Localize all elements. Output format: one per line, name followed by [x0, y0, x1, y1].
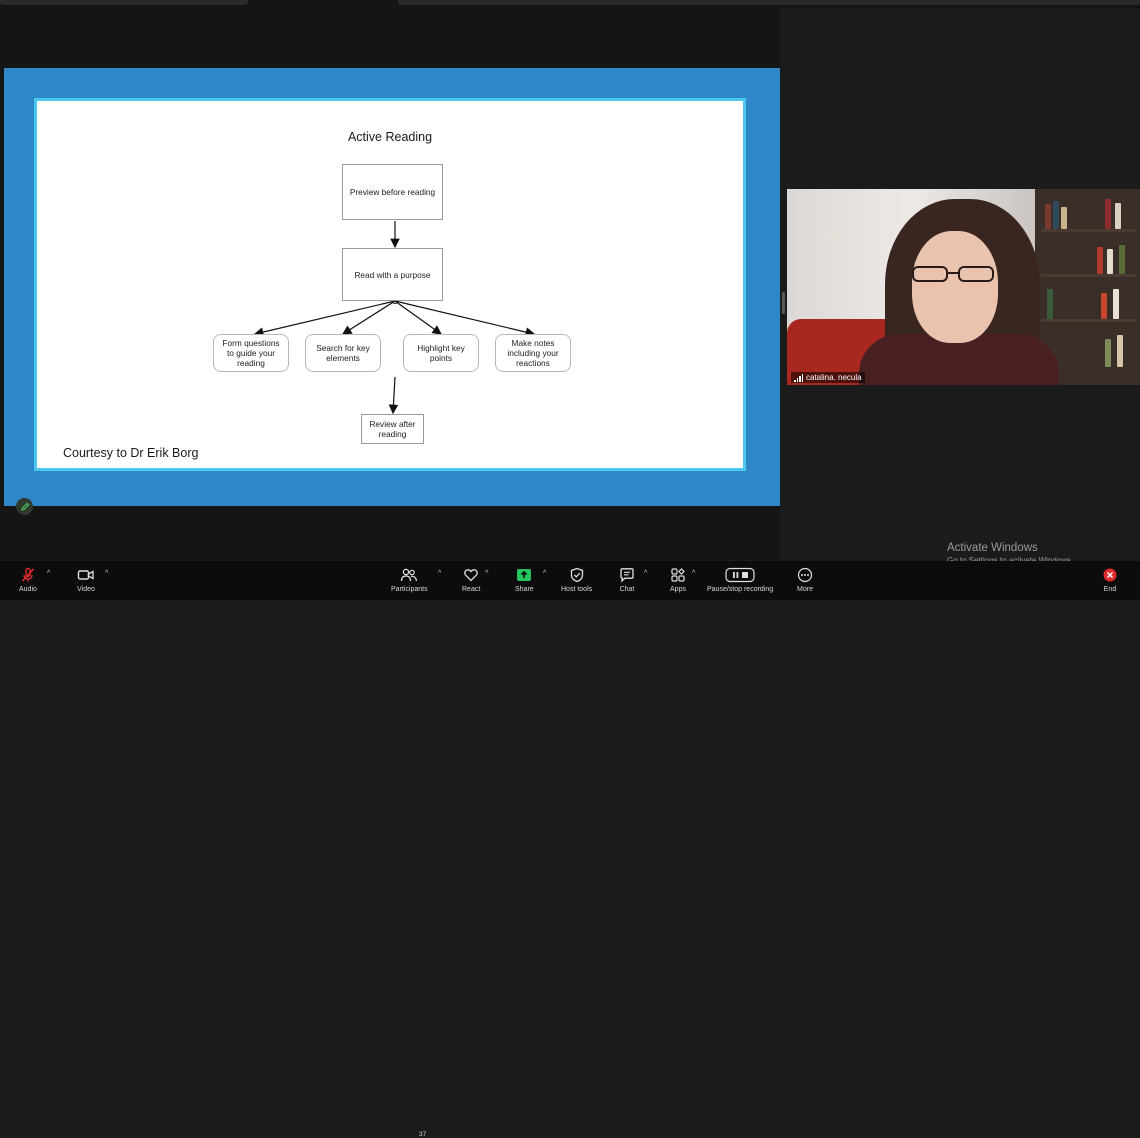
pause-stop-recording-button[interactable]: Pause/stop recording: [707, 567, 773, 597]
host-tools-button[interactable]: Host tools: [561, 567, 592, 597]
activate-windows-watermark: Activate Windows Go to Settings to activ…: [947, 542, 1073, 565]
participants-icon: [401, 568, 418, 582]
host-tools-label: Host tools: [561, 586, 593, 593]
node-make-notes: Make notes including your reactions: [495, 334, 571, 372]
participants-count: 37: [419, 1131, 427, 1138]
video-ceiling-lamp: [824, 234, 846, 244]
video-person-glasses: [912, 266, 994, 282]
node-form-questions: Form questions to guide your reading: [213, 334, 289, 372]
end-label: End: [1103, 586, 1117, 593]
participant-video-tile[interactable]: catalina. necula: [787, 189, 1140, 385]
audio-button[interactable]: Audio: [19, 567, 37, 597]
video-bookshelf: [1035, 189, 1140, 385]
share-label: Share: [515, 586, 534, 593]
react-options-caret[interactable]: ^: [485, 570, 489, 577]
node-highlight-key-points: Highlight key points: [403, 334, 479, 372]
apps-label: Apps: [670, 586, 686, 593]
more-button[interactable]: More: [797, 567, 813, 597]
video-options-caret[interactable]: ^: [105, 570, 109, 577]
muted-mic-icon: [21, 567, 35, 582]
apps-options-caret[interactable]: ^: [692, 570, 696, 577]
participant-name-label: catalina. necula: [791, 372, 865, 383]
presentation-slide: Active Reading Preview before reading Re…: [34, 98, 746, 471]
node-search-key-elements: Search for key elements: [305, 334, 381, 372]
node-preview-before-reading: Preview before reading: [342, 164, 443, 220]
panel-resize-handle[interactable]: [782, 292, 785, 314]
activate-windows-title: Activate Windows: [947, 542, 1038, 554]
audio-options-caret[interactable]: ^: [47, 570, 51, 577]
apps-button[interactable]: Apps: [670, 567, 686, 597]
video-button[interactable]: Video: [77, 567, 95, 597]
participants-label: Participants: [391, 586, 428, 593]
node-review-after-reading: Review after reading: [361, 414, 424, 444]
apps-icon: [671, 568, 685, 582]
more-dots-icon: [797, 567, 813, 583]
end-x-icon: [1103, 568, 1117, 582]
participant-name: catalina. necula: [806, 373, 862, 382]
share-options-caret[interactable]: ^: [543, 570, 547, 577]
react-heart-icon: [464, 569, 479, 582]
top-tab-right: [398, 0, 1140, 5]
top-status-bar: [0, 0, 1140, 8]
audio-label: Audio: [19, 586, 37, 593]
react-label: React: [462, 586, 481, 593]
end-meeting-button[interactable]: End: [1102, 567, 1118, 597]
react-button[interactable]: React: [462, 567, 480, 597]
video-person-face: [912, 231, 998, 343]
chat-options-caret[interactable]: ^: [644, 570, 648, 577]
chat-label: Chat: [619, 586, 635, 593]
share-screen-icon: [517, 569, 532, 581]
meeting-controls-toolbar: Audio ^ Video ^ Participants 37 ^ React …: [0, 561, 1140, 1138]
participants-options-caret[interactable]: ^: [438, 570, 442, 577]
node-read-with-a-purpose: Read with a purpose: [342, 248, 443, 301]
pause-stop-recording-icon: [725, 567, 755, 583]
chat-bubble-icon: [620, 568, 634, 583]
video-label: Video: [77, 586, 95, 593]
more-label: More: [797, 586, 813, 593]
top-tab-left: [0, 0, 248, 5]
shield-icon: [570, 567, 583, 583]
chat-button[interactable]: Chat: [619, 567, 635, 597]
signal-strength-icon: [794, 373, 803, 382]
activate-windows-subtitle: Go to Settings to activate Windows.: [947, 556, 1073, 565]
slide-courtesy-credit: Courtesy to Dr Erik Borg: [63, 446, 199, 460]
recording-label: Pause/stop recording: [707, 586, 774, 593]
annotation-pen-icon[interactable]: [16, 498, 33, 515]
participants-button[interactable]: Participants: [391, 567, 428, 597]
video-camera-icon: [77, 570, 94, 580]
slide-title: Active Reading: [347, 130, 433, 144]
share-button[interactable]: Share: [515, 567, 534, 597]
